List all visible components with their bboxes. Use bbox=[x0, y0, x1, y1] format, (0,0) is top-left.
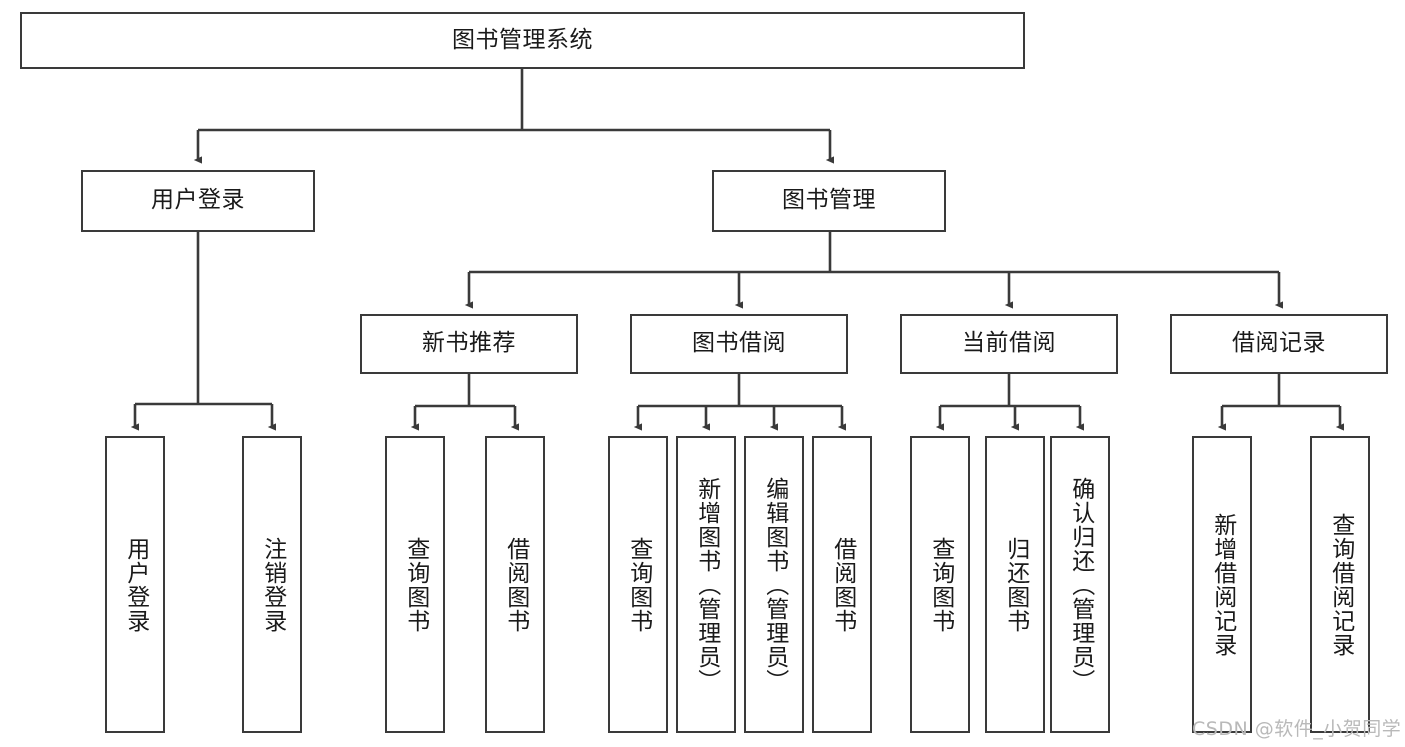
node-book-borrow[interactable]: 图书借阅 bbox=[630, 314, 848, 374]
node-leaf-add-book[interactable]: 新增图书（管理员） bbox=[676, 436, 736, 733]
node-leaf-query-book-2-label: 查询图书 bbox=[625, 536, 652, 633]
node-borrow-records-label: 借阅记录 bbox=[1232, 330, 1326, 357]
node-leaf-query-book-1-label: 查询图书 bbox=[402, 536, 429, 633]
node-leaf-edit-book[interactable]: 编辑图书（管理员） bbox=[744, 436, 804, 733]
node-leaf-confirm-return[interactable]: 确认归还（管理员） bbox=[1050, 436, 1110, 733]
node-borrow-records[interactable]: 借阅记录 bbox=[1170, 314, 1388, 374]
node-user-login-label: 用户登录 bbox=[151, 187, 245, 214]
node-leaf-query-book-2[interactable]: 查询图书 bbox=[608, 436, 668, 733]
node-new-book-recommend-label: 新书推荐 bbox=[422, 330, 516, 357]
node-leaf-borrow-book-2[interactable]: 借阅图书 bbox=[812, 436, 872, 733]
csdn-watermark: CSDN @软件_小贺同学 bbox=[1192, 718, 1402, 740]
node-leaf-query-record[interactable]: 查询借阅记录 bbox=[1310, 436, 1370, 733]
node-leaf-return-book[interactable]: 归还图书 bbox=[985, 436, 1045, 733]
node-leaf-add-book-label: 新增图书（管理员） bbox=[693, 476, 720, 693]
node-leaf-query-book-1[interactable]: 查询图书 bbox=[385, 436, 445, 733]
node-leaf-borrow-book-2-label: 借阅图书 bbox=[829, 536, 856, 633]
node-root[interactable]: 图书管理系统 bbox=[20, 12, 1025, 69]
node-leaf-add-record[interactable]: 新增借阅记录 bbox=[1192, 436, 1252, 733]
node-book-management[interactable]: 图书管理 bbox=[712, 170, 946, 232]
node-leaf-user-login[interactable]: 用户登录 bbox=[105, 436, 165, 733]
node-leaf-query-book-3[interactable]: 查询图书 bbox=[910, 436, 970, 733]
node-root-label: 图书管理系统 bbox=[452, 26, 593, 53]
node-leaf-return-book-label: 归还图书 bbox=[1002, 536, 1029, 633]
node-current-borrow[interactable]: 当前借阅 bbox=[900, 314, 1118, 374]
node-leaf-edit-book-label: 编辑图书（管理员） bbox=[761, 476, 788, 693]
node-leaf-logout[interactable]: 注销登录 bbox=[242, 436, 302, 733]
node-current-borrow-label: 当前借阅 bbox=[962, 330, 1056, 357]
node-leaf-confirm-return-label: 确认归还（管理员） bbox=[1067, 476, 1094, 693]
node-leaf-borrow-book-1-label: 借阅图书 bbox=[502, 536, 529, 633]
node-book-borrow-label: 图书借阅 bbox=[692, 330, 786, 357]
node-leaf-query-book-3-label: 查询图书 bbox=[927, 536, 954, 633]
node-new-book-recommend[interactable]: 新书推荐 bbox=[360, 314, 578, 374]
node-user-login[interactable]: 用户登录 bbox=[81, 170, 315, 232]
node-leaf-query-record-label: 查询借阅记录 bbox=[1327, 512, 1354, 657]
node-leaf-logout-label: 注销登录 bbox=[259, 536, 286, 633]
node-leaf-add-record-label: 新增借阅记录 bbox=[1209, 512, 1236, 657]
node-leaf-user-login-label: 用户登录 bbox=[122, 536, 149, 633]
node-leaf-borrow-book-1[interactable]: 借阅图书 bbox=[485, 436, 545, 733]
node-book-management-label: 图书管理 bbox=[782, 187, 876, 214]
